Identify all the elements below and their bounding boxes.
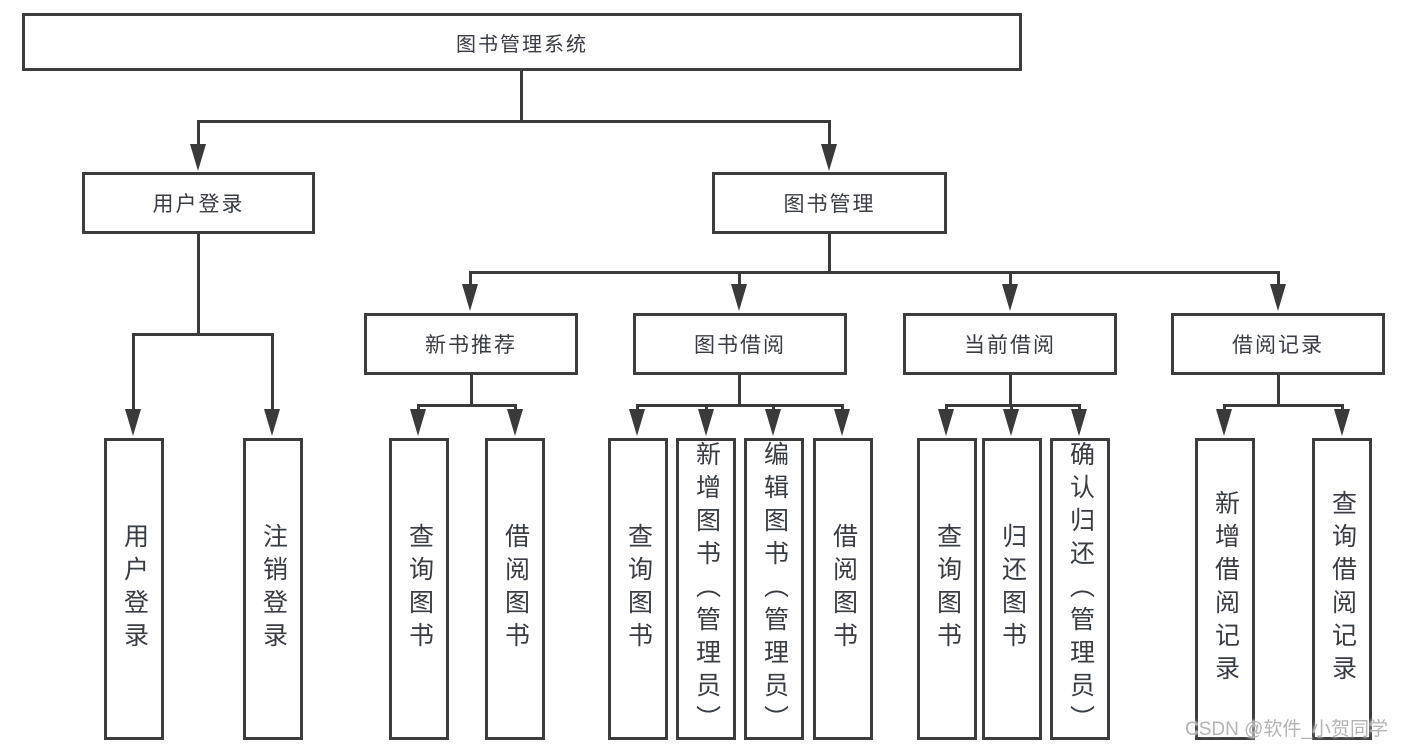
arrow-down-icon xyxy=(507,409,523,436)
node-label: 借阅图书 xyxy=(501,523,530,655)
node-leaf-query-books-recommend: 查询图书 xyxy=(389,438,449,740)
node-leaf-query-borrow-record: 查询借阅记录 xyxy=(1312,438,1372,740)
node-book-borrowing: 图书借阅 xyxy=(633,313,847,375)
connector-line xyxy=(1277,375,1280,406)
node-label: 图书管理 xyxy=(783,193,876,216)
node-leaf-edit-books-admin: 编辑图书（管理员） xyxy=(744,438,804,740)
node-book-management-system: 图书管理系统 xyxy=(22,13,1022,71)
node-label: 新书推荐 xyxy=(425,334,517,357)
node-label: 图书管理系统 xyxy=(456,33,588,56)
node-label: 新增借阅记录 xyxy=(1211,490,1240,688)
connector-line xyxy=(738,375,741,406)
connector-line xyxy=(738,271,741,284)
arrow-down-icon xyxy=(731,284,747,311)
arrow-down-icon xyxy=(821,144,837,171)
connector-line xyxy=(705,404,708,411)
node-leaf-return-books: 归还图书 xyxy=(982,438,1042,740)
connector-line xyxy=(469,271,472,284)
connector-line xyxy=(520,71,523,122)
connector-line xyxy=(1009,271,1012,284)
node-label: 查询图书 xyxy=(933,523,962,655)
arrow-down-icon xyxy=(1216,409,1232,436)
node-label: 注销登录 xyxy=(259,523,288,655)
connector-line xyxy=(1224,404,1343,407)
connector-line xyxy=(772,404,775,411)
node-label: 用户登录 xyxy=(120,523,149,655)
arrow-down-icon xyxy=(1071,409,1087,436)
connector-line xyxy=(945,404,948,411)
node-label: 查询图书 xyxy=(624,523,653,655)
node-label: 查询借阅记录 xyxy=(1328,490,1357,688)
node-new-book-recommendation: 新书推荐 xyxy=(364,313,578,375)
arrow-down-icon xyxy=(1003,409,1019,436)
node-label: 查询图书 xyxy=(405,523,434,655)
node-current-borrowing: 当前借阅 xyxy=(903,313,1117,375)
arrow-down-icon xyxy=(1334,409,1350,436)
connector-line xyxy=(197,234,200,335)
node-label: 归还图书 xyxy=(998,523,1027,655)
node-label: 确认归还（管理员） xyxy=(1066,441,1095,738)
arrow-down-icon xyxy=(629,409,645,436)
node-label: 用户登录 xyxy=(152,193,245,216)
arrow-down-icon xyxy=(190,144,206,171)
node-label: 当前借阅 xyxy=(964,334,1056,357)
node-book-management: 图书管理 xyxy=(712,172,947,234)
node-leaf-query-books-current: 查询图书 xyxy=(917,438,977,740)
connector-line xyxy=(470,271,1280,274)
connector-line xyxy=(1223,404,1226,411)
node-label: 借阅图书 xyxy=(829,523,858,655)
arrow-down-icon xyxy=(410,409,426,436)
arrow-down-icon xyxy=(462,284,478,311)
node-leaf-add-borrow-record: 新增借阅记录 xyxy=(1195,438,1255,740)
node-leaf-logout: 注销登录 xyxy=(243,438,303,740)
connector-line xyxy=(271,333,274,411)
arrow-down-icon xyxy=(125,409,141,436)
node-leaf-query-books-borrowing: 查询图书 xyxy=(608,438,668,740)
node-label: 图书借阅 xyxy=(694,334,786,357)
connector-line xyxy=(1078,404,1081,411)
connector-line xyxy=(514,404,517,411)
node-leaf-confirm-return-admin: 确认归还（管理员） xyxy=(1050,438,1110,740)
connector-line xyxy=(133,333,274,336)
arrow-down-icon xyxy=(698,409,714,436)
node-leaf-user-login: 用户登录 xyxy=(104,438,164,740)
arrow-down-icon xyxy=(1270,284,1286,311)
connector-line xyxy=(197,120,200,146)
connector-line xyxy=(828,234,831,273)
node-leaf-borrow-books-borrowing: 借阅图书 xyxy=(813,438,873,740)
node-leaf-borrow-books-recommend: 借阅图书 xyxy=(485,438,545,740)
node-user-login: 用户登录 xyxy=(82,172,315,234)
connector-line xyxy=(637,404,844,407)
connector-line xyxy=(636,404,639,411)
connector-line xyxy=(1010,404,1013,411)
connector-line xyxy=(1341,404,1344,411)
connector-line xyxy=(1009,375,1012,406)
connector-line xyxy=(417,404,420,411)
arrow-down-icon xyxy=(264,409,280,436)
connector-line xyxy=(132,333,135,411)
arrow-down-icon xyxy=(834,409,850,436)
node-label: 新增图书（管理员） xyxy=(692,441,721,738)
arrow-down-icon xyxy=(765,409,781,436)
node-borrowing-records: 借阅记录 xyxy=(1171,313,1385,375)
node-leaf-add-books-admin: 新增图书（管理员） xyxy=(676,438,736,740)
watermark-text: CSDN @软件_小贺同学 xyxy=(1185,719,1388,740)
connector-line xyxy=(841,404,844,411)
connector-line xyxy=(418,404,517,407)
connector-line xyxy=(198,120,831,123)
node-label: 借阅记录 xyxy=(1232,334,1324,357)
connector-line xyxy=(828,120,831,146)
connector-line xyxy=(946,404,1081,407)
arrow-down-icon xyxy=(1002,284,1018,311)
connector-line xyxy=(1277,271,1280,284)
arrow-down-icon xyxy=(938,409,954,436)
connector-line xyxy=(470,375,473,406)
node-label: 编辑图书（管理员） xyxy=(760,441,789,738)
